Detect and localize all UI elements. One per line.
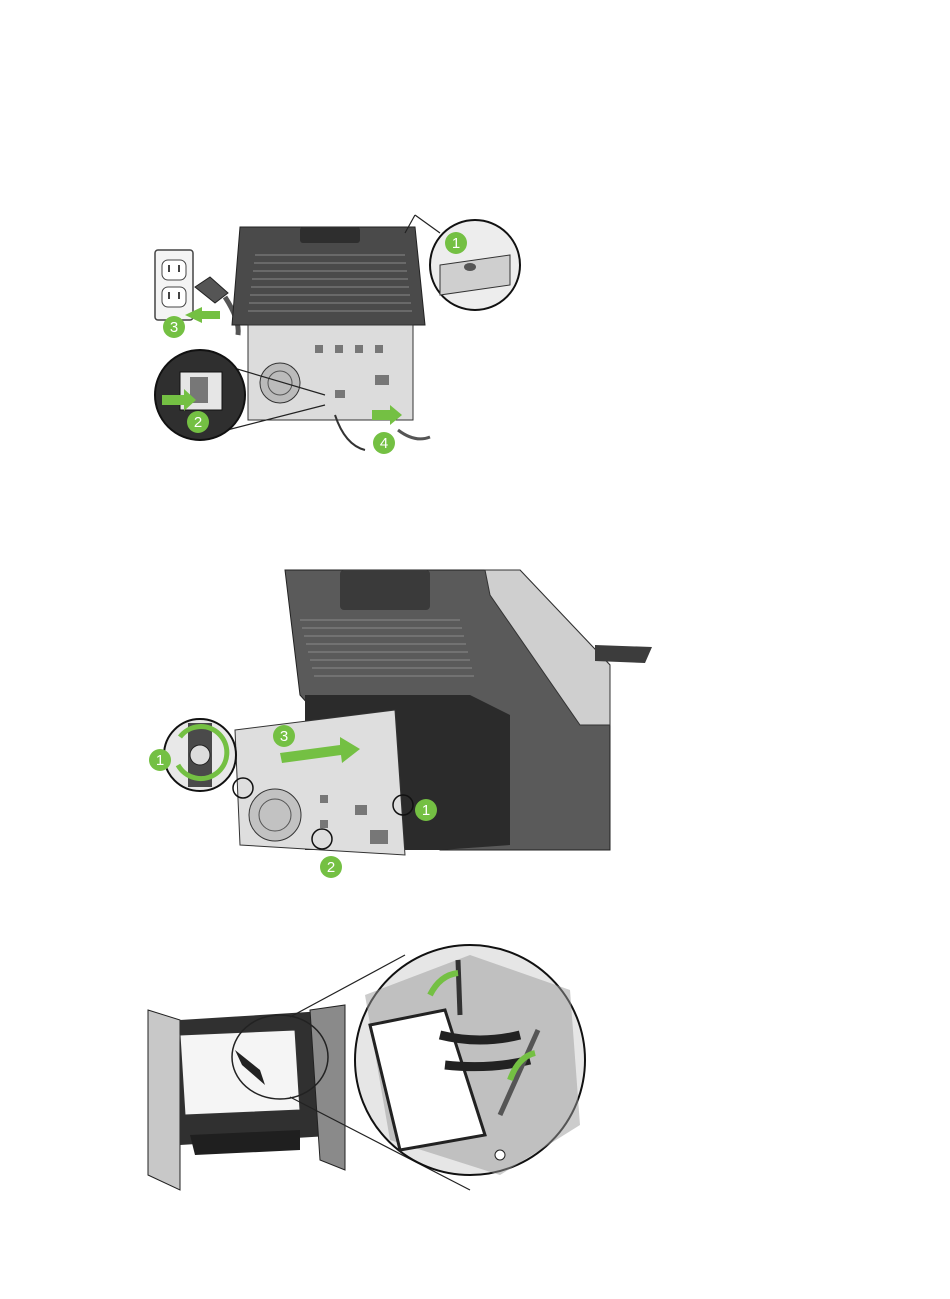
svg-text:1: 1 bbox=[452, 235, 460, 252]
svg-text:1: 1 bbox=[422, 802, 430, 819]
power-plug bbox=[195, 277, 238, 335]
callout-2: 2 bbox=[187, 411, 209, 433]
rear-power-cord bbox=[398, 430, 430, 439]
cable-zoom bbox=[355, 945, 585, 1175]
figure-cable-release bbox=[140, 935, 590, 1200]
figure-power-disconnect: 1 2 3 4 bbox=[140, 205, 540, 465]
callout-1: 1 bbox=[445, 232, 467, 254]
rear-panel bbox=[235, 710, 405, 855]
callout-3: 3 bbox=[273, 725, 295, 747]
callout-1: 1 bbox=[149, 749, 171, 771]
svg-text:3: 3 bbox=[280, 728, 288, 745]
wall-outlet bbox=[155, 250, 193, 320]
figure-remove-rear-panel: 1 1 2 3 bbox=[140, 555, 670, 890]
svg-text:2: 2 bbox=[194, 414, 202, 431]
figure-1-illustration: 1 2 3 4 bbox=[140, 205, 540, 465]
screw-zoom bbox=[164, 719, 236, 791]
callout-4: 4 bbox=[373, 432, 395, 454]
callout-3: 3 bbox=[163, 316, 185, 338]
svg-text:2: 2 bbox=[327, 859, 335, 876]
chassis-interior bbox=[148, 1005, 345, 1190]
svg-text:3: 3 bbox=[170, 319, 178, 336]
figure-2-illustration: 1 1 2 3 bbox=[140, 555, 670, 890]
svg-text:4: 4 bbox=[380, 435, 388, 452]
svg-text:1: 1 bbox=[156, 752, 164, 769]
callout-2: 2 bbox=[320, 856, 342, 878]
callout-1: 1 bbox=[415, 799, 437, 821]
scanner-rear-view bbox=[232, 227, 425, 420]
figure-3-illustration bbox=[140, 935, 590, 1200]
